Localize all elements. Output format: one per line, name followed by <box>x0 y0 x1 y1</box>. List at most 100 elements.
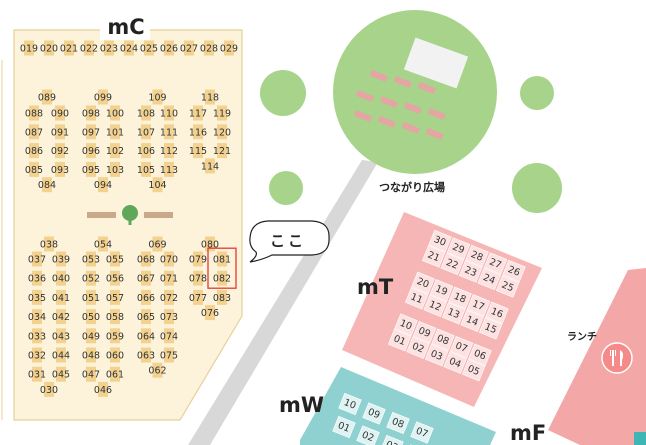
booth-077[interactable]: 077 <box>189 289 207 305</box>
booth-057[interactable]: 057 <box>106 289 124 305</box>
booth-058[interactable]: 058 <box>106 309 124 325</box>
booth-024[interactable]: 024 <box>120 40 138 56</box>
booth-082[interactable]: 082 <box>213 270 231 286</box>
booth-085[interactable]: 085 <box>25 161 43 177</box>
booth-055[interactable]: 055 <box>106 251 124 267</box>
booth-020[interactable]: 020 <box>40 40 58 56</box>
booth-096[interactable]: 096 <box>82 143 100 159</box>
booth-063[interactable]: 063 <box>137 347 155 363</box>
booth-038[interactable]: 038 <box>40 236 58 252</box>
booth-091[interactable]: 091 <box>51 124 69 140</box>
booth-074[interactable]: 074 <box>160 328 178 344</box>
booth-103[interactable]: 103 <box>106 161 124 177</box>
booth-105[interactable]: 105 <box>137 161 155 177</box>
mt-booth-19[interactable]: 19 <box>429 279 454 302</box>
booth-056[interactable]: 056 <box>106 270 124 286</box>
mt-booth-18[interactable]: 18 <box>448 286 472 310</box>
booth-073[interactable]: 073 <box>160 309 178 325</box>
booth-080[interactable]: 080 <box>201 236 219 252</box>
booth-081[interactable]: 081 <box>213 251 231 267</box>
mt-booth-07[interactable]: 07 <box>449 336 474 359</box>
mw-booth-07[interactable]: 07 <box>410 421 434 444</box>
booth-117[interactable]: 117 <box>189 105 207 121</box>
booth-100[interactable]: 100 <box>106 105 124 121</box>
booth-059[interactable]: 059 <box>106 328 124 344</box>
mt-booth-14[interactable]: 14 <box>460 309 484 333</box>
booth-027[interactable]: 027 <box>180 40 198 56</box>
booth-095[interactable]: 095 <box>82 161 100 177</box>
booth-025[interactable]: 025 <box>140 40 158 56</box>
mt-booth-22[interactable]: 22 <box>440 252 464 276</box>
mt-booth-08[interactable]: 08 <box>431 328 455 351</box>
booth-106[interactable]: 106 <box>137 143 155 159</box>
mw-booth-03[interactable]: 03 <box>380 434 404 445</box>
booth-075[interactable]: 075 <box>160 347 178 363</box>
mt-booth-10[interactable]: 10 <box>394 313 418 336</box>
booth-048[interactable]: 048 <box>82 347 100 363</box>
booth-112[interactable]: 112 <box>160 143 178 159</box>
booth-090[interactable]: 090 <box>51 105 69 121</box>
booth-065[interactable]: 065 <box>137 309 155 325</box>
booth-089[interactable]: 089 <box>38 89 56 105</box>
booth-069[interactable]: 069 <box>148 236 167 252</box>
booth-071[interactable]: 071 <box>160 270 178 286</box>
booth-119[interactable]: 119 <box>213 105 231 121</box>
booth-087[interactable]: 087 <box>25 124 43 140</box>
booth-031[interactable]: 031 <box>28 366 46 382</box>
booth-102[interactable]: 102 <box>106 143 124 159</box>
booth-062[interactable]: 062 <box>148 362 167 378</box>
booth-039[interactable]: 039 <box>52 251 70 267</box>
booth-035[interactable]: 035 <box>28 289 46 305</box>
booth-078[interactable]: 078 <box>189 270 207 286</box>
booth-116[interactable]: 116 <box>189 124 207 140</box>
booth-053[interactable]: 053 <box>82 251 100 267</box>
mt-booth-12[interactable]: 12 <box>423 294 447 318</box>
booth-067[interactable]: 067 <box>137 270 155 286</box>
booth-037[interactable]: 037 <box>28 251 46 267</box>
tsunagari-plaza[interactable] <box>333 10 497 174</box>
booth-097[interactable]: 097 <box>82 124 100 140</box>
highlighted-booth-082[interactable] <box>207 247 237 289</box>
booth-042[interactable]: 042 <box>52 309 70 325</box>
booth-121[interactable]: 121 <box>213 143 231 159</box>
booth-052[interactable]: 052 <box>82 270 100 286</box>
mt-booth-25[interactable]: 25 <box>495 275 520 298</box>
booth-101[interactable]: 101 <box>106 124 124 140</box>
booth-049[interactable]: 049 <box>82 328 100 344</box>
booth-111[interactable]: 111 <box>160 124 178 140</box>
booth-044[interactable]: 044 <box>52 347 70 363</box>
booth-041[interactable]: 041 <box>52 289 70 305</box>
mt-booth-27[interactable]: 27 <box>483 252 508 275</box>
mt-booth-23[interactable]: 23 <box>458 260 483 283</box>
booth-021[interactable]: 021 <box>60 40 78 56</box>
booth-115[interactable]: 115 <box>189 143 207 159</box>
mt-booth-24[interactable]: 24 <box>477 267 501 291</box>
mt-booth-11[interactable]: 11 <box>404 287 429 310</box>
booth-093[interactable]: 093 <box>51 161 69 177</box>
booth-110[interactable]: 110 <box>160 105 178 121</box>
booth-040[interactable]: 040 <box>52 270 70 286</box>
mw-booth-09[interactable]: 09 <box>362 402 386 425</box>
booth-043[interactable]: 043 <box>52 328 70 344</box>
booth-032[interactable]: 032 <box>28 347 46 363</box>
mt-booth-02[interactable]: 02 <box>406 336 430 359</box>
mt-booth-01[interactable]: 01 <box>387 329 412 352</box>
booth-120[interactable]: 120 <box>213 124 231 140</box>
booth-029[interactable]: 029 <box>220 40 238 56</box>
booth-036[interactable]: 036 <box>28 270 46 286</box>
booth-033[interactable]: 033 <box>28 328 46 344</box>
mt-booth-16[interactable]: 16 <box>485 301 509 325</box>
booth-066[interactable]: 066 <box>137 289 155 305</box>
mt-booth-17[interactable]: 17 <box>466 294 491 317</box>
booth-030[interactable]: 030 <box>40 381 58 397</box>
mt-booth-28[interactable]: 28 <box>465 244 489 268</box>
booth-060[interactable]: 060 <box>106 347 124 363</box>
booth-113[interactable]: 113 <box>160 161 178 177</box>
mt-booth-26[interactable]: 26 <box>502 259 526 283</box>
booth-070[interactable]: 070 <box>160 251 178 267</box>
mw-booth-08[interactable]: 08 <box>386 411 410 435</box>
mt-booth-20[interactable]: 20 <box>411 271 435 295</box>
booth-023[interactable]: 023 <box>100 40 118 56</box>
booth-050[interactable]: 050 <box>82 309 100 325</box>
booth-086[interactable]: 086 <box>25 143 43 159</box>
